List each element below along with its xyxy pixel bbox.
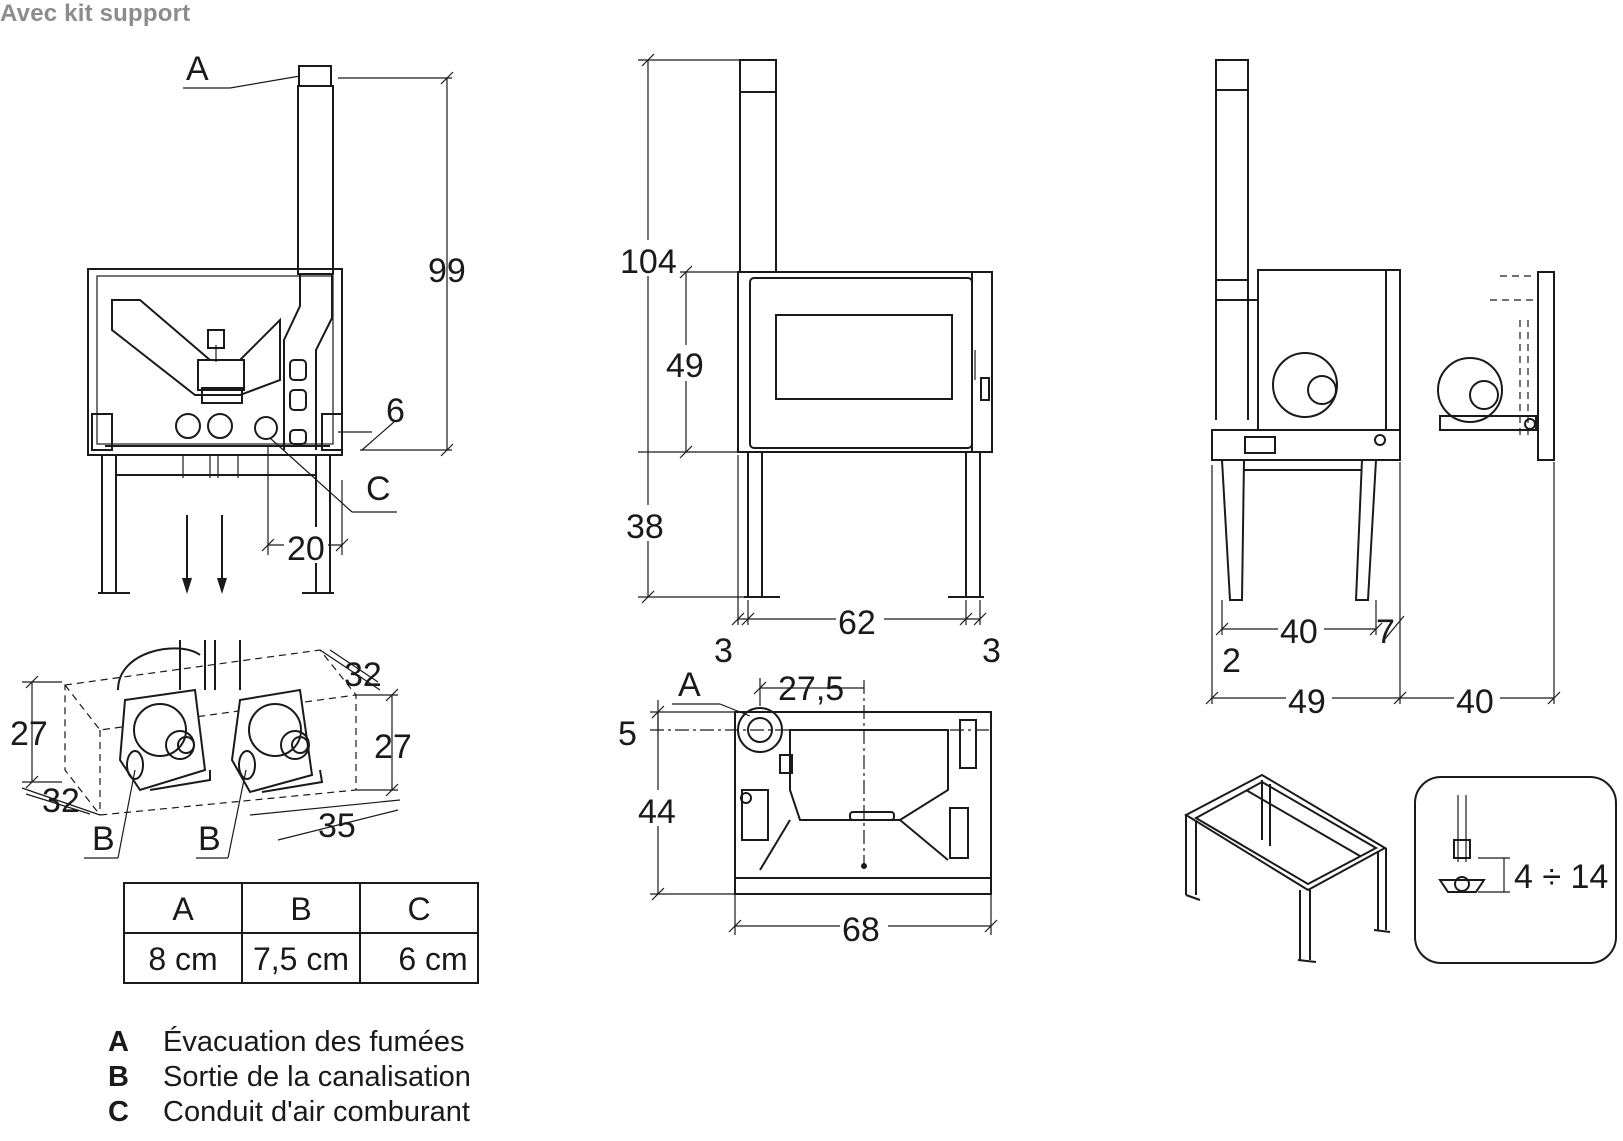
dim-width-35: 35 [318, 807, 356, 845]
spec-table: A B C 8 cm 7,5 cm 6 cm [123, 882, 479, 984]
legend-text-b: Sortie de la canalisation [163, 1061, 471, 1093]
dim-flue-offset-27-5: 27,5 [778, 670, 844, 708]
outlet-hole-2 [207, 413, 233, 439]
front-view: 99 A 6 C 20 [87, 50, 466, 594]
dim-width-68: 68 [842, 911, 880, 949]
dim-margin-3-right: 3 [982, 632, 1001, 670]
label-b-left: B [92, 820, 115, 858]
fan-unit-1 [118, 688, 207, 792]
support-frame [1183, 773, 1391, 963]
stove-front [737, 271, 993, 453]
mid-front-view: 104 49 38 62 3 3 [618, 53, 1001, 670]
legend-key-a: A [108, 1026, 129, 1058]
stove-body [87, 268, 343, 456]
air-inlet-hole [254, 416, 278, 440]
leg-left [747, 451, 763, 598]
legend-key-b: B [108, 1061, 129, 1093]
table-header-c: C [407, 891, 430, 927]
dim-depth-32-left: 32 [42, 782, 80, 820]
dim-height-49: 49 [666, 347, 704, 385]
page-title: Avec kit support [0, 0, 191, 27]
outlet-hole-1 [175, 413, 201, 439]
label-c-air: C [366, 470, 391, 508]
hopper [111, 299, 281, 396]
leg-right [315, 454, 331, 594]
glass-window [775, 314, 953, 400]
label-a-top: A [678, 666, 701, 704]
legend-text-c: Conduit d'air comburant [163, 1096, 470, 1128]
dim-extra-depth-40: 40 [1456, 683, 1494, 721]
table-header-a: A [172, 891, 194, 927]
dim-depth-32-top: 32 [344, 656, 382, 694]
label-a-flue: A [186, 50, 209, 88]
dim-margin-3-left: 3 [714, 632, 733, 670]
dim-offset-6: 6 [386, 392, 405, 430]
table-header-b: B [290, 891, 311, 927]
dim-height-38: 38 [626, 508, 664, 546]
fan-unit-2 [230, 688, 314, 794]
rear-panel [1537, 271, 1555, 461]
side-view: 40 7 2 49 40 [1205, 59, 1561, 721]
flue-elbow-right [315, 274, 333, 450]
dim-width-62: 62 [838, 604, 876, 642]
detail-box: 4 ÷ 14 [1414, 776, 1617, 964]
burner-motor [197, 359, 245, 391]
legend-text-a: Évacuation des fumées [163, 1026, 465, 1058]
detail-frame [1414, 776, 1617, 964]
dim-total-depth-49: 49 [1288, 683, 1326, 721]
label-b-right: B [198, 820, 221, 858]
dim-depth-40: 40 [1280, 613, 1318, 651]
dim-height-99: 99 [428, 252, 466, 290]
dim-height-27-left: 27 [10, 715, 48, 753]
legend: A Évacuation des fumées B Sortie de la c… [108, 1025, 471, 1130]
flue-elbow-left [283, 274, 301, 450]
legend-row-b: B Sortie de la canalisation [108, 1060, 471, 1095]
table-value-c: 6 cm [398, 941, 467, 977]
dim-offset-7: 7 [1376, 613, 1395, 651]
stove-side [1257, 269, 1387, 431]
flue-pipe [297, 85, 334, 275]
dim-offset-2: 2 [1222, 642, 1241, 680]
legend-key-c: C [108, 1096, 129, 1128]
legend-row-c: C Conduit d'air comburant [108, 1095, 471, 1130]
iso-view: 32 27 32 27 35 B B [10, 640, 412, 859]
dim-front-offset-5: 5 [618, 715, 637, 753]
leg-right [965, 451, 981, 598]
dim-adjust-range: 4 ÷ 14 [1514, 858, 1608, 896]
table-value-b: 7,5 cm [253, 941, 349, 977]
dim-height-104: 104 [620, 243, 677, 281]
dim-height-27-right: 27 [374, 728, 412, 766]
dim-depth-44: 44 [638, 793, 676, 831]
leg-left [101, 454, 117, 594]
dim-width-20: 20 [287, 530, 325, 568]
table-value-a: 8 cm [148, 941, 217, 977]
flue-cap [298, 65, 332, 87]
legend-row-a: A Évacuation des fumées [108, 1025, 471, 1060]
top-view: A 27,5 5 44 68 [618, 666, 998, 949]
